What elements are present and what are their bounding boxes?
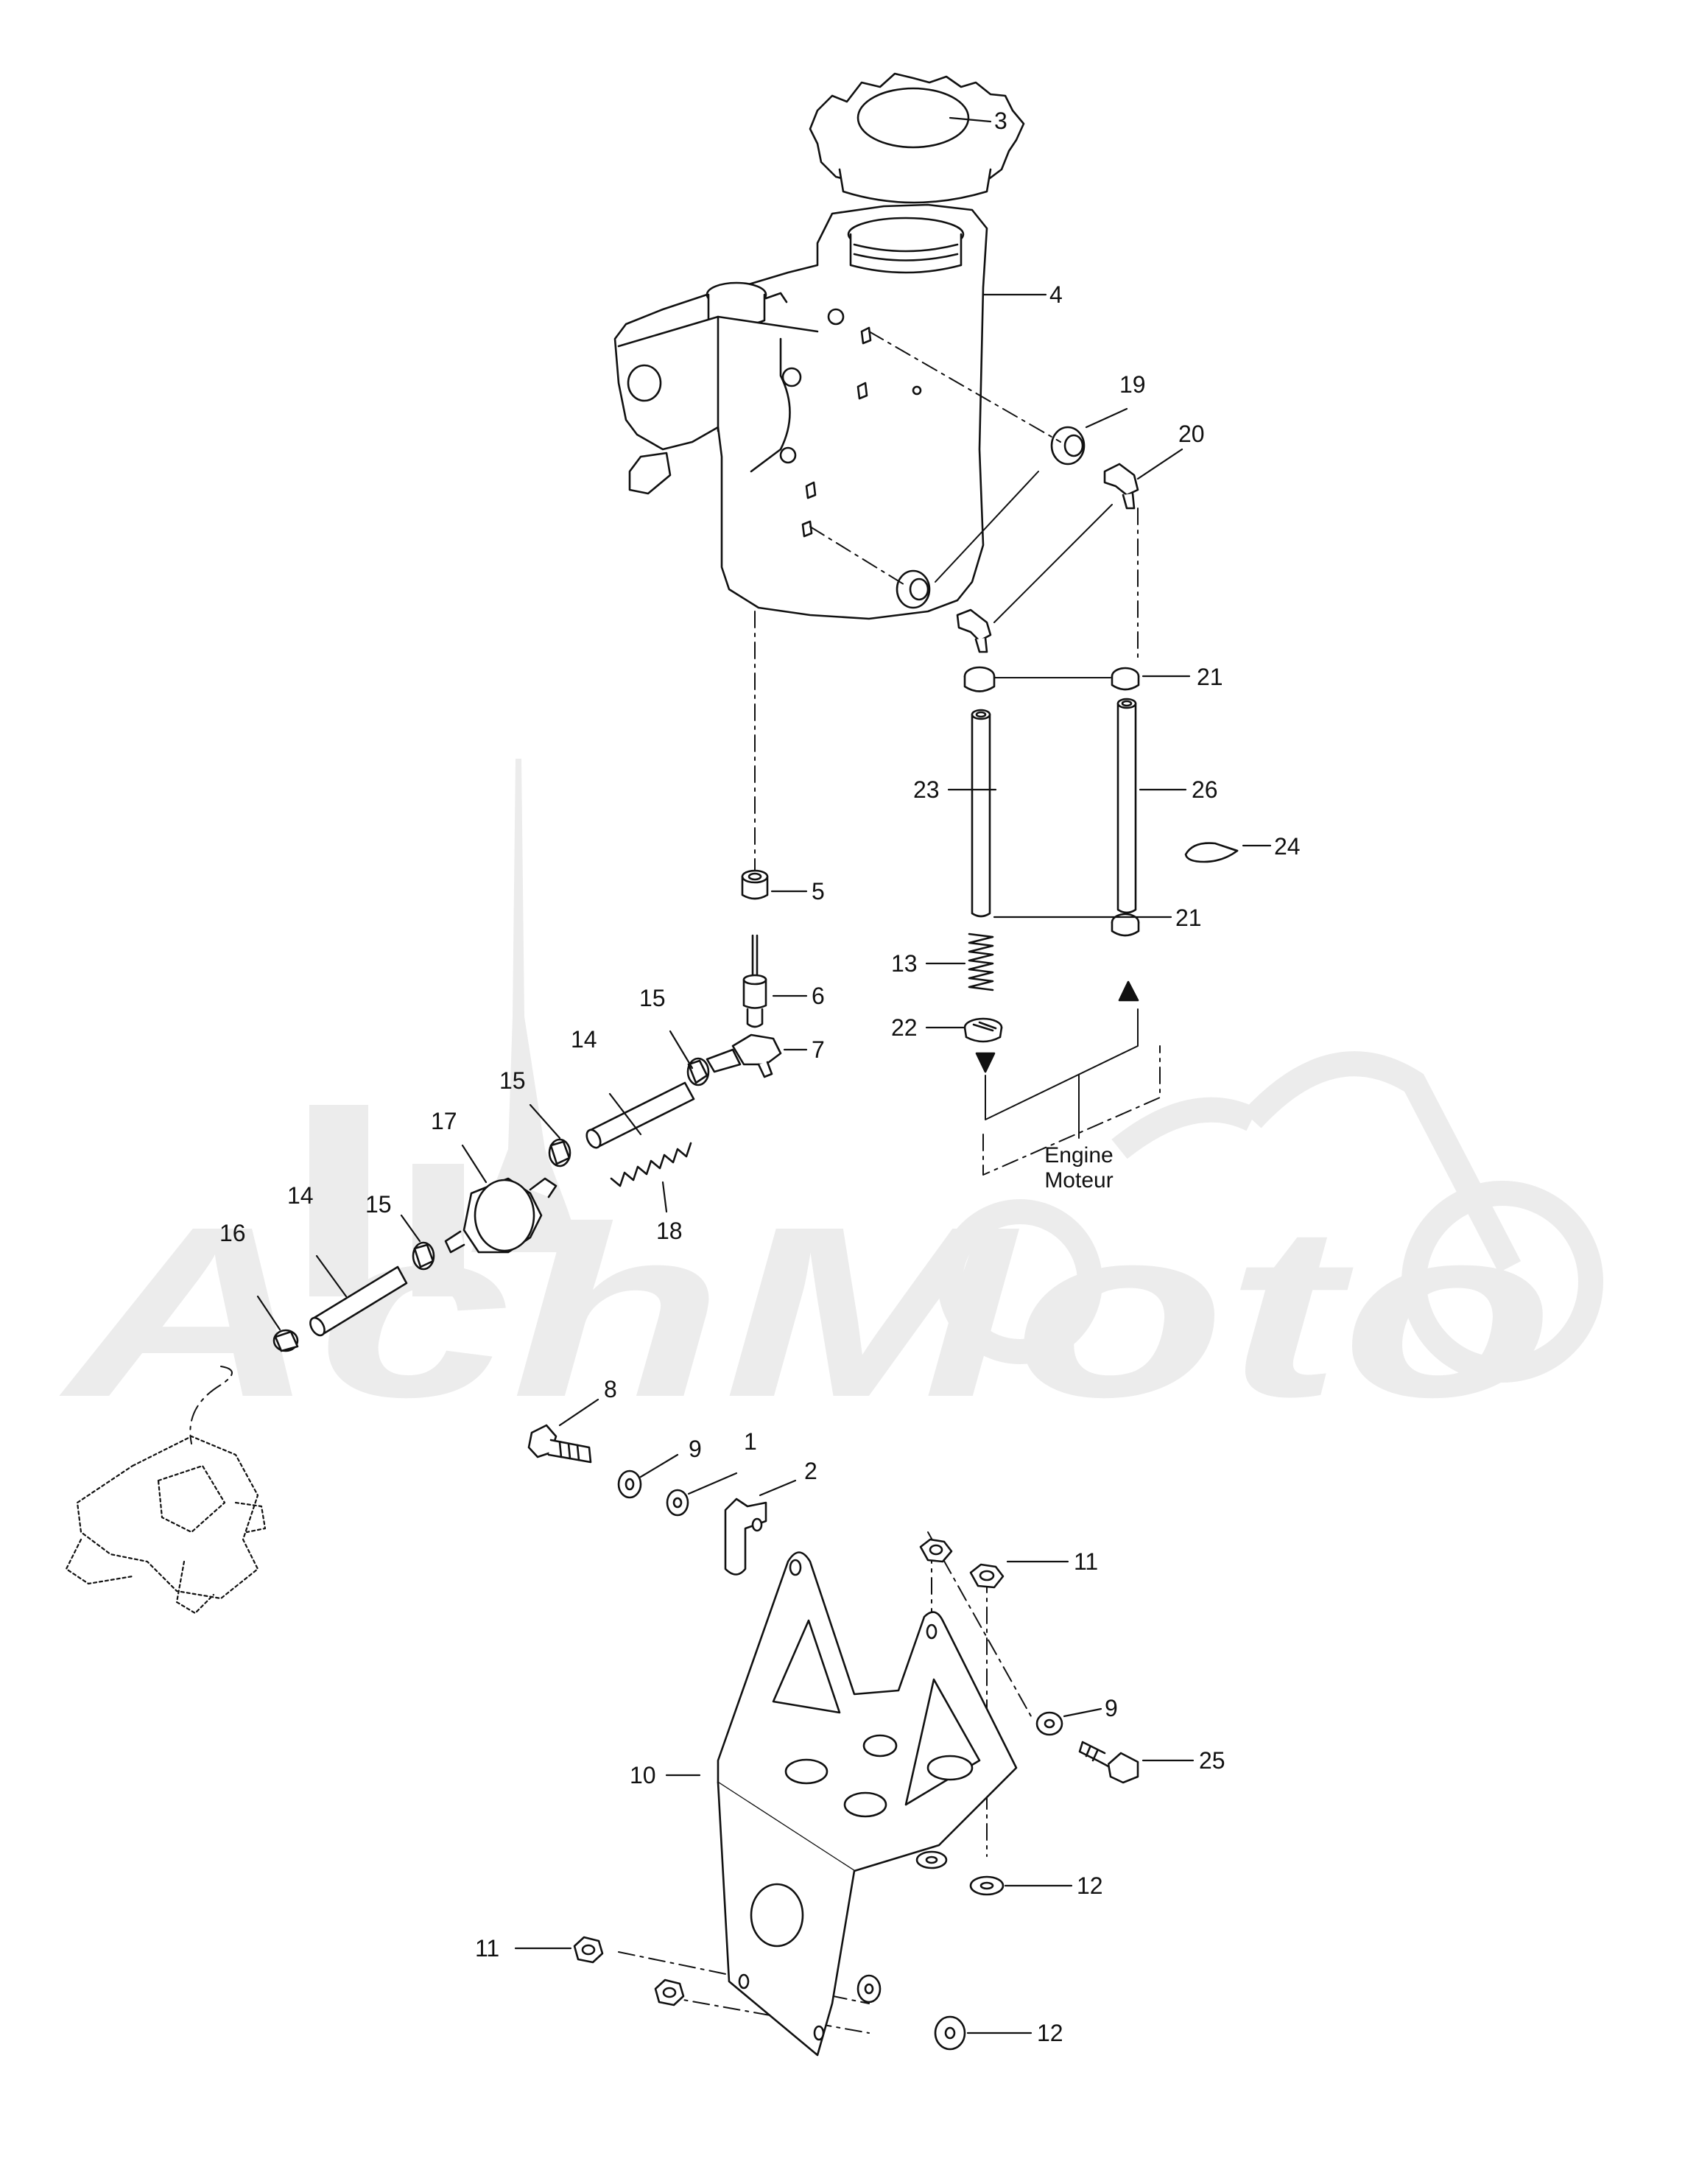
washer-12-c (856, 1974, 882, 2004)
callout-label: 15 (365, 1191, 392, 1218)
callout-label: 22 (891, 1014, 918, 1041)
tie-strap (1184, 842, 1239, 863)
hose-clamp-21-lower (1111, 913, 1140, 937)
callout-label: 10 (630, 1762, 656, 1788)
hose-clip-2 (724, 1497, 767, 1576)
grommet-lower (896, 569, 931, 609)
callout-label: 2 (804, 1458, 817, 1484)
hose-clamp-21-left (963, 666, 996, 692)
callout-label: 5 (812, 878, 825, 905)
spring-18 (610, 1142, 692, 1187)
assembly-lines (189, 331, 1161, 2034)
callout-labels: 3 4 19 20 21 21 23 26 24 13 22 5 6 7 15 … (219, 108, 1301, 2046)
callout-label: 14 (287, 1182, 314, 1209)
callout-label: 8 (604, 1376, 617, 1402)
spring-13 (968, 933, 994, 991)
hose-clamp-16 (272, 1329, 299, 1352)
callout-leaders (256, 116, 1272, 2034)
callout-label: 17 (431, 1108, 457, 1134)
engine-label-line2: Moteur (1044, 1168, 1113, 1193)
callout-label: 9 (1105, 1695, 1118, 1721)
callout-label: 26 (1192, 776, 1218, 803)
washer-12-b (969, 1875, 1005, 1896)
callout-label: 7 (812, 1036, 825, 1063)
hose-clamp-22 (963, 1017, 1003, 1043)
callout-label: 21 (1197, 664, 1223, 690)
callout-label: 3 (994, 108, 1007, 134)
engine-bracket-line (985, 1008, 1139, 1120)
watermark: AchMoto (55, 759, 1603, 1447)
watermark-spire (471, 759, 582, 1252)
hose-clamp-15-a (686, 1057, 710, 1086)
washer-12-d (934, 2015, 966, 2051)
flat-washer-1 (666, 1489, 689, 1517)
callout-label: 11 (1074, 1548, 1098, 1575)
bolt-8 (527, 1424, 592, 1464)
elbow-fitting-upper (1103, 463, 1139, 510)
callout-label: 13 (891, 950, 918, 977)
hose-clamp-15-c (412, 1241, 435, 1271)
engine-label-line1: Engine (1044, 1143, 1113, 1168)
callout-label: 4 (1049, 281, 1063, 308)
callout-label: 6 (812, 983, 825, 1009)
pickup-tube-6 (742, 934, 767, 1028)
washer-12-a (915, 1850, 948, 1869)
callout-label: 21 (1175, 905, 1202, 931)
callout-label: 11 (475, 1935, 499, 1962)
nut-11-upper-a (919, 1538, 953, 1563)
nut-11-upper-b (969, 1563, 1005, 1589)
watermark-tower (309, 1105, 368, 1296)
watermark-text: AchMoto (55, 1176, 1554, 1447)
lock-washer-9-b (1035, 1711, 1063, 1736)
callout-label: 24 (1274, 833, 1301, 860)
engine-label: Engine Moteur (1044, 1143, 1113, 1193)
callout-label: 23 (913, 776, 940, 803)
callout-label: 1 (744, 1428, 757, 1455)
hose-clamp-21-right (1111, 667, 1140, 691)
hose-14-upper (585, 1081, 695, 1149)
callout-label: 15 (499, 1067, 526, 1094)
callout-label: 25 (1199, 1747, 1225, 1774)
carburetor (65, 1435, 267, 1615)
callout-label: 12 (1077, 1872, 1103, 1899)
grommet-upper (1050, 426, 1086, 466)
engine-arrows (975, 980, 1139, 1073)
bolt-25 (1078, 1741, 1139, 1784)
hose-23 (971, 709, 991, 918)
callout-label: 12 (1037, 2020, 1063, 2046)
hose-14-lower (309, 1265, 408, 1337)
hose-26 (1116, 698, 1137, 914)
callout-label: 15 (639, 985, 666, 1011)
callout-label: 18 (656, 1218, 683, 1244)
hose-clamp-15-b (548, 1138, 571, 1168)
callout-label: 19 (1119, 371, 1146, 398)
nut-11-lower-a (573, 1936, 604, 1964)
watermark-tower-2 (412, 1164, 464, 1296)
callout-label: 9 (689, 1436, 702, 1462)
fitting-7 (706, 1033, 782, 1078)
filler-cap (809, 72, 1025, 204)
oil-tank (613, 203, 988, 620)
callout-label: 16 (219, 1220, 246, 1246)
mounting-bracket (717, 1551, 1018, 2057)
watermark-motorcycle (938, 1051, 1603, 1383)
lock-washer-9-a (617, 1470, 642, 1499)
nut-11-lower-b (654, 1978, 685, 2006)
grommet-5 (741, 869, 769, 900)
callout-label: 20 (1178, 421, 1205, 447)
elbow-fitting-lower (956, 608, 992, 653)
callout-label: 14 (571, 1026, 597, 1053)
fuel-filter (444, 1177, 557, 1254)
